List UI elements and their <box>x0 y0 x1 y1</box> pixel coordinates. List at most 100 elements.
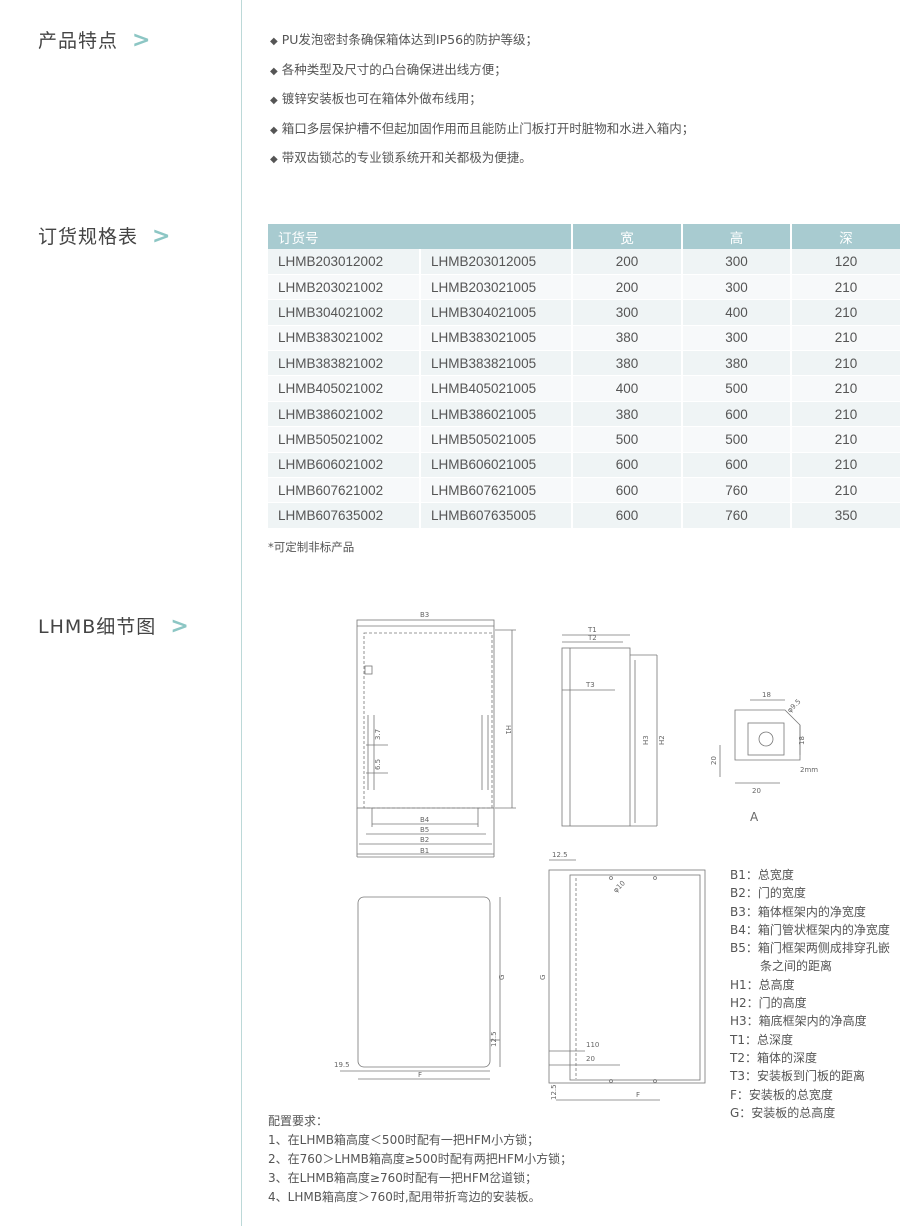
diamond-bullet-icon: ◆ <box>270 124 278 136</box>
table-cell: 210 <box>791 350 900 377</box>
table-header-row: 订货号 宽 高 深 <box>268 224 900 249</box>
header-depth: 深 <box>791 224 900 249</box>
table-cell: 600 <box>682 401 792 428</box>
dim-label: 18 <box>798 736 806 745</box>
drawing-legend: B1：总宽度 B2：门的宽度 B3：箱体框架内的净宽度 B4：箱门管状框架内的净… <box>730 866 890 1122</box>
table-cell: 210 <box>791 274 900 301</box>
table-cell: LHMB505021002 <box>268 426 421 453</box>
table-cell: 210 <box>791 375 900 402</box>
table-cell: 600 <box>682 452 792 479</box>
dim-label: H3 <box>642 735 650 745</box>
list-item: ◆各种类型及尺寸的凸台确保进出线方便； <box>270 61 507 77</box>
table-cell: 380 <box>572 350 683 377</box>
table-cell: 500 <box>682 375 792 402</box>
vertical-divider <box>241 0 242 1226</box>
section-title-text: LHMB细节图 <box>38 616 157 638</box>
table-cell: LHMB386021005 <box>420 401 573 428</box>
table-cell: 600 <box>572 477 683 504</box>
table-cell: 400 <box>572 375 683 402</box>
table-cell: 210 <box>791 426 900 453</box>
dim-label: 12.5 <box>490 1031 498 1047</box>
config-title: 配置要求： <box>268 1114 329 1128</box>
table-cell: 300 <box>682 274 792 301</box>
table-cell: 300 <box>682 249 792 275</box>
table-cell: LHMB203021005 <box>420 274 573 301</box>
table-cell: 380 <box>682 350 792 377</box>
table-cell: LHMB505021005 <box>420 426 573 453</box>
dim-label: 18 <box>762 691 771 699</box>
side-view-outer <box>561 647 631 827</box>
legend-item: H3：箱底框架内的净高度 <box>730 1014 867 1029</box>
table-cell: LHMB203021002 <box>268 274 421 301</box>
dim-label: 12.5 <box>552 851 568 859</box>
header-width: 宽 <box>572 224 683 249</box>
dim-label: B1 <box>420 847 429 855</box>
dim-label: 110 <box>586 1041 599 1049</box>
section-title-spec: 订货规格表> <box>38 222 171 249</box>
table-cell: LHMB606021002 <box>268 452 421 479</box>
dim-label: T1 <box>587 626 597 634</box>
dim-label: 12.5 <box>550 1084 558 1100</box>
dim-label: H2 <box>658 735 666 745</box>
table-cell: LHMB607635002 <box>268 502 421 529</box>
list-item: ◆箱口多层保护槽不但起加固作用而且能防止门板打开时脏物和水进入箱内； <box>270 120 695 136</box>
table-cell: LHMB607621005 <box>420 477 573 504</box>
config-item: 2、在760＞LHMB箱高度≥500时配有两把HFM小方锁； <box>268 1152 573 1166</box>
table-cell: 350 <box>791 502 900 529</box>
table-cell: 600 <box>572 452 683 479</box>
detail-a-outline <box>734 709 801 761</box>
detail-a-label: A <box>750 810 759 824</box>
table-cell: 210 <box>791 401 900 428</box>
dim-label: F <box>636 1091 640 1099</box>
list-item: ◆带双齿锁芯的专业锁系统开和关都极为便捷。 <box>270 150 532 166</box>
lock-symbol <box>364 665 373 675</box>
legend-item: G：安装板的总高度 <box>730 1105 836 1120</box>
diamond-bullet-icon: ◆ <box>270 154 278 166</box>
dim-label: φ9.5 <box>786 698 803 715</box>
dim-label: G <box>498 975 506 980</box>
dim-label: 6.5 <box>374 759 382 770</box>
mounting-plate <box>357 896 491 1068</box>
table-cell: LHMB203012002 <box>268 249 421 275</box>
table-cell: LHMB304021005 <box>420 299 573 326</box>
folded-plate-inner <box>569 874 701 1081</box>
table-cell: 760 <box>682 477 792 504</box>
legend-item: B4：箱门管状框架内的净宽度 <box>730 922 890 937</box>
table-cell: 600 <box>572 502 683 529</box>
header-order-no: 订货号 <box>268 224 573 249</box>
section-title-text: 产品特点 <box>38 30 119 52</box>
table-cell: 210 <box>791 477 900 504</box>
table-cell: 300 <box>572 299 683 326</box>
table-cell: 400 <box>682 299 792 326</box>
config-requirements: 配置要求： 1、在LHMB箱高度＜500时配有一把HFM小方锁； 2、在760＞… <box>268 1112 572 1207</box>
legend-item: T1：总深度 <box>730 1032 793 1047</box>
header-height: 高 <box>682 224 792 249</box>
table-cell: 210 <box>791 299 900 326</box>
dim-label: B2 <box>420 836 429 844</box>
table-cell: 210 <box>791 452 900 479</box>
list-item: ◆PU发泡密封条确保箱体达到IP56的防护等级； <box>270 32 539 47</box>
dim-label: B4 <box>420 816 430 824</box>
dim-label: T2 <box>587 634 597 642</box>
table-cell: LHMB383821002 <box>268 350 421 377</box>
legend-item: B1：总宽度 <box>730 868 794 882</box>
section-title-detail: LHMB细节图> <box>38 612 190 639</box>
dim-label: H1 <box>504 725 512 735</box>
dim-label: B3 <box>420 611 429 619</box>
table-cell: 120 <box>791 249 900 275</box>
table-cell: LHMB304021002 <box>268 299 421 326</box>
diamond-bullet-icon: ◆ <box>270 36 278 47</box>
config-item: 1、在LHMB箱高度＜500时配有一把HFM小方锁； <box>268 1133 540 1147</box>
legend-item: B3：箱体框架内的净宽度 <box>730 904 866 919</box>
dim-label: T3 <box>585 681 595 689</box>
table-cell: 760 <box>682 502 792 529</box>
table-cell: LHMB405021002 <box>268 375 421 402</box>
